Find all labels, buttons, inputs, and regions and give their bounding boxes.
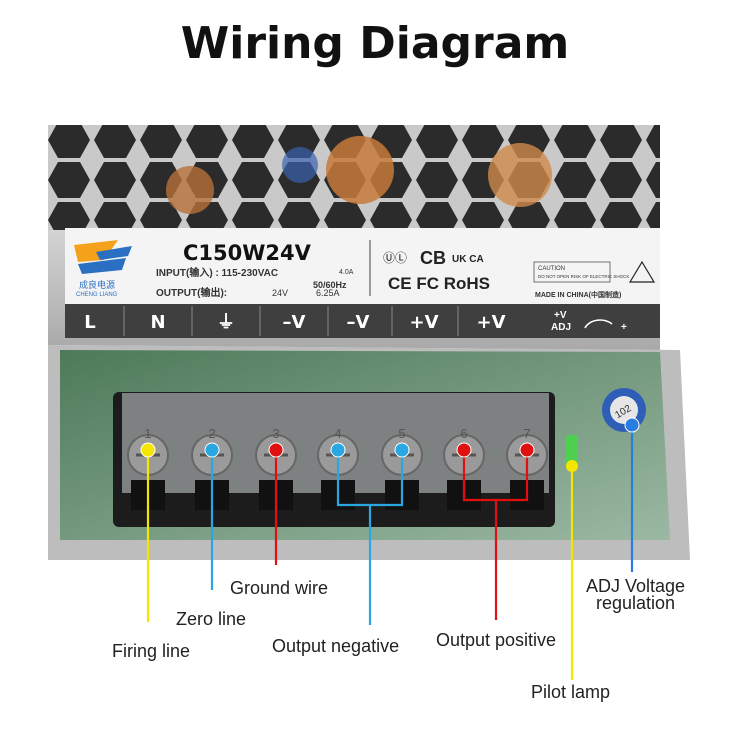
brand-zh: 成良电源 — [79, 279, 115, 291]
strip-label-4: –V — [283, 312, 306, 333]
strip-label-1: L — [84, 312, 95, 333]
brand-logo: 成良电源 CHENG LIANG — [74, 240, 132, 298]
connection-dot-6 — [456, 442, 472, 458]
connection-dot-2 — [204, 442, 220, 458]
ukca-mark: UK CA — [452, 254, 484, 265]
label-ground-wire: Ground wire — [230, 578, 329, 598]
model-number: C150W24V — [183, 241, 312, 265]
terminal-number-7: 7 — [523, 426, 530, 441]
input-current: 4.0A — [339, 269, 354, 276]
adj-dot — [624, 417, 640, 433]
terminal-label-strip — [65, 304, 660, 338]
adj-strip-label: ADJ — [551, 322, 571, 333]
input-frequency: 50/60Hz — [313, 280, 347, 290]
input-spec: INPUT(输入) : 115-230VAC — [156, 266, 278, 279]
cb-mark: CB — [420, 248, 446, 268]
chassis-top — [48, 125, 660, 230]
strip-label-6: +V — [409, 312, 438, 333]
connection-dot-3 — [268, 442, 284, 458]
terminal-number-4: 4 — [334, 426, 341, 441]
label-adj-line1: ADJ Voltage — [586, 576, 686, 596]
connection-dot-1 — [140, 442, 156, 458]
terminal-number-2: 2 — [208, 426, 215, 441]
label-firing-line: Firing line — [112, 641, 191, 661]
terminal-number-1: 1 — [144, 426, 151, 441]
label-output-negative: Output negative — [272, 636, 400, 656]
product-label — [65, 228, 660, 304]
label-adj-line2: regulation — [596, 593, 676, 613]
label-pilot-lamp: Pilot lamp — [531, 682, 611, 702]
brand-en: CHENG LIANG — [76, 292, 118, 298]
label-output-positive: Output positive — [436, 630, 557, 650]
pilot-led — [566, 435, 578, 465]
caution-text: DO NOT OPEN RISK OF ELECTRIC SHOCK — [538, 274, 629, 279]
svg-text:ⓊⓁ: ⓊⓁ — [383, 251, 407, 265]
adj-arrow-icon — [584, 319, 613, 329]
terminal-number-3: 3 — [272, 426, 279, 441]
caution-box — [533, 261, 611, 283]
label-zero-line: Zero line — [176, 609, 247, 629]
strip-label-3: ⏚ — [217, 312, 235, 333]
connection-dot-5 — [394, 442, 410, 458]
strip-label-7: +V — [476, 312, 505, 333]
certification-marks: ⓊⓁ CB UK CA CE FC RoHS — [383, 248, 490, 293]
terminal-number-5: 5 — [398, 426, 405, 441]
connection-dot-7 — [519, 442, 535, 458]
output-spec: OUTPUT(输出): — [156, 286, 227, 299]
adj-plus-label: +V — [554, 310, 567, 321]
connection-dot-4 — [330, 442, 346, 458]
strip-label-2: N — [150, 312, 165, 333]
made-in: MADE IN CHINA(中国制造) — [535, 290, 621, 299]
output-current: 6.25A — [316, 288, 340, 298]
diagram-title: Wiring Diagram — [180, 18, 570, 69]
strip-label-5: –V — [347, 312, 370, 333]
label-adj-voltage: ADJ Voltage regulation — [586, 576, 686, 613]
output-voltage: 24V — [272, 288, 288, 298]
ce-fcc-rohs-marks: CE FC RoHS — [388, 274, 490, 293]
terminal-number-6: 6 — [460, 426, 467, 441]
pilot-dot — [566, 460, 578, 472]
caution-title: CAUTION — [538, 266, 565, 272]
warning-icon — [628, 260, 656, 283]
adj-plus-sign: + — [621, 322, 627, 333]
callout-wires — [146, 425, 634, 680]
